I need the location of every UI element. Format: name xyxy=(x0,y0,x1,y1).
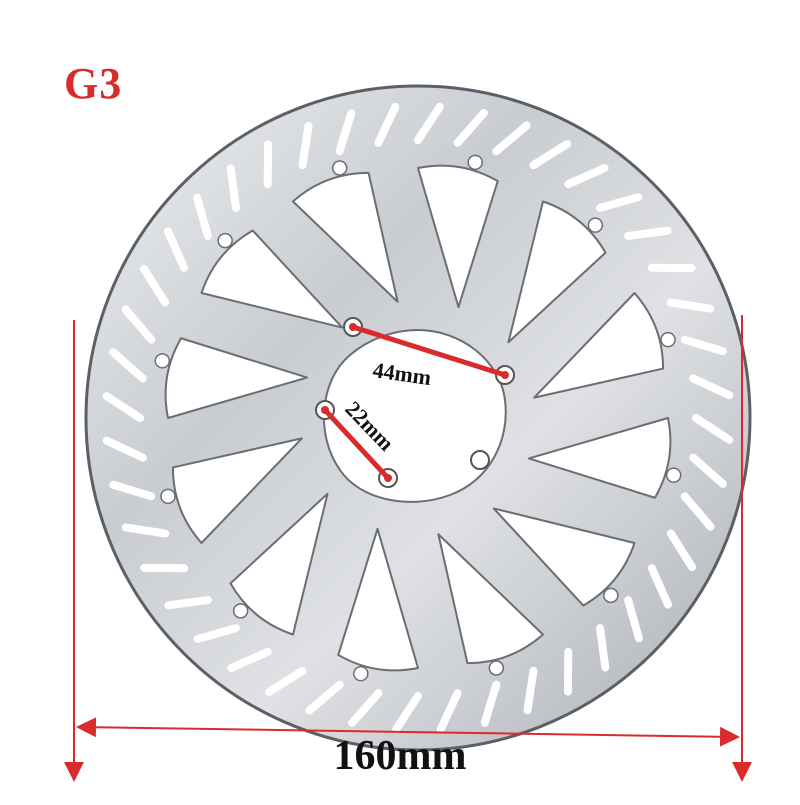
model-label: G3 xyxy=(64,58,122,109)
bolt-hole xyxy=(471,451,489,469)
rotor-hole xyxy=(667,468,681,482)
rotor-hole xyxy=(333,161,347,175)
rotor-hole xyxy=(218,234,232,248)
rotor-hole xyxy=(604,588,618,602)
measure-dot xyxy=(321,406,329,414)
rotor-slot xyxy=(231,168,236,207)
rotor-slot xyxy=(600,628,605,667)
rotor-hole xyxy=(161,489,175,503)
rotor-hole xyxy=(155,354,169,368)
rotor-hole xyxy=(588,218,602,232)
rotor-hole xyxy=(468,155,482,169)
rotor-hole xyxy=(354,667,368,681)
rotor-hole xyxy=(234,604,248,618)
rotor-slot xyxy=(168,600,207,605)
rotor-hole xyxy=(489,661,503,675)
measure-dot xyxy=(501,371,509,379)
rotor-hole xyxy=(661,333,675,347)
measure-dot xyxy=(384,474,392,482)
rotor-slot xyxy=(628,231,667,236)
measure-dot xyxy=(349,323,357,331)
diameter-label: 160mm xyxy=(0,732,800,780)
